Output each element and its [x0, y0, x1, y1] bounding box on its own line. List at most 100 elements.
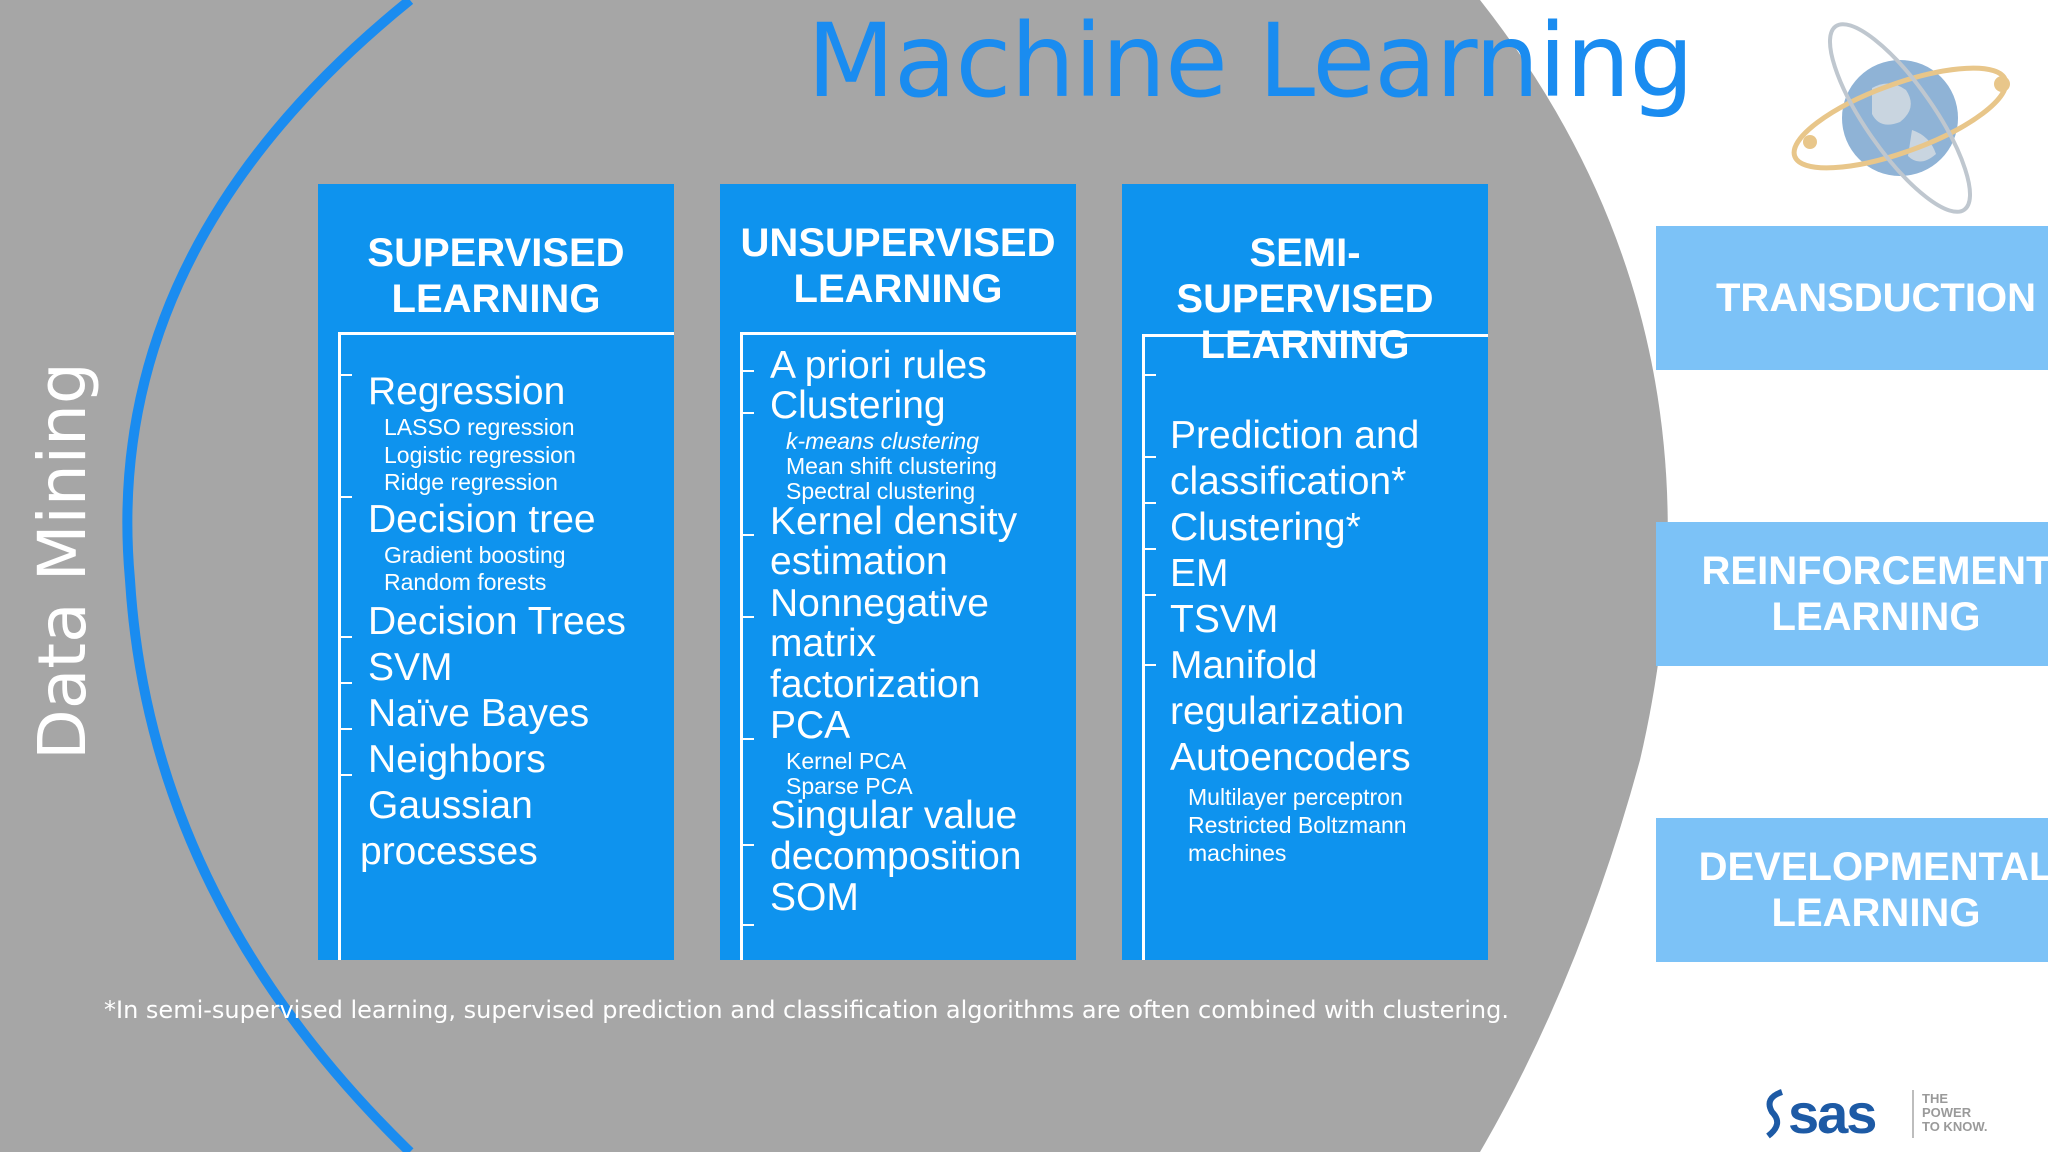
- box-line: REINFORCEMENT: [1701, 549, 2048, 593]
- box-line: DEVELOPMENTAL: [1698, 845, 2048, 889]
- list-item: Singular value: [770, 794, 1018, 837]
- list-item: Kernel PCA: [786, 748, 907, 774]
- footnote: *In semi-supervised learning, supervised…: [104, 996, 1509, 1024]
- list-item: decomposition: [770, 835, 1022, 878]
- list-item: Naïve Bayes: [368, 692, 590, 735]
- tick: [338, 774, 352, 776]
- box-line: LEARNING: [1771, 891, 1981, 935]
- continent: [1872, 83, 1911, 125]
- list-item: Clustering: [770, 384, 946, 427]
- heading-line: LEARNING: [391, 277, 601, 321]
- list-item: Logistic regression: [384, 442, 576, 468]
- box-label: TRANSDUCTION: [1716, 275, 2036, 321]
- list-item: Random forests: [384, 569, 547, 595]
- panel-supervised: SUPERVISED LEARNING Regression LASSO reg…: [318, 184, 674, 960]
- list-item: Regression: [368, 370, 566, 413]
- divider: [1142, 334, 1488, 337]
- box-label: REINFORCEMENT LEARNING: [1702, 548, 2048, 640]
- sas-swoosh-icon: [1766, 1089, 1784, 1139]
- list-item: Decision Trees: [368, 600, 626, 643]
- list-item: TSVM: [1170, 598, 1279, 641]
- tick: [338, 636, 352, 638]
- heading-line: LEARNING: [1200, 323, 1410, 367]
- tick: [1142, 594, 1156, 596]
- box-transduction: TRANSDUCTION: [1656, 226, 2048, 370]
- tick: [1142, 664, 1156, 666]
- tick: [338, 728, 352, 730]
- list-item: Clustering*: [1170, 506, 1361, 549]
- tick: [740, 924, 754, 926]
- divider: [740, 332, 1076, 335]
- heading-line: UNSUPERVISED: [740, 221, 1056, 265]
- list-item: Mean shift clustering: [786, 453, 997, 479]
- list-item: Restricted Boltzmann: [1188, 812, 1407, 838]
- list-item: regularization: [1170, 690, 1405, 733]
- tick: [338, 496, 352, 498]
- list-item: SOM: [770, 876, 859, 919]
- logo-tagline: THE POWER TO KNOW.: [1922, 1092, 2002, 1134]
- tree-line: [1142, 337, 1145, 960]
- box-developmental-learning: DEVELOPMENTAL LEARNING: [1656, 818, 2048, 962]
- tick: [740, 412, 754, 414]
- list-item: Prediction and: [1170, 414, 1420, 457]
- panel-heading: SUPERVISED LEARNING: [318, 184, 674, 332]
- tick: [1142, 548, 1156, 550]
- list-item: estimation: [770, 540, 948, 583]
- tagline-line: TO KNOW.: [1922, 1119, 1988, 1134]
- heading-line: SUPERVISED: [1176, 277, 1434, 321]
- list-item: Gaussian: [368, 784, 533, 827]
- tree-line: [338, 335, 341, 960]
- orbit-dot: [1994, 76, 2010, 92]
- panel-heading: UNSUPERVISED LEARNING: [720, 184, 1076, 332]
- tagline-line: THE: [1922, 1091, 1948, 1106]
- list-item: Multilayer perceptron: [1188, 784, 1403, 810]
- tick: [1142, 456, 1156, 458]
- list-item: k-means clustering: [786, 428, 980, 454]
- list-item: Nonnegative: [770, 582, 989, 625]
- list-item: EM: [1170, 552, 1229, 595]
- list-item: Sparse PCA: [786, 773, 913, 799]
- panel-heading: SEMI- SUPERVISED LEARNING: [1122, 184, 1488, 384]
- list-item: PCA: [770, 704, 851, 747]
- globe-atom-icon: [1791, 22, 2010, 214]
- divider: [338, 332, 674, 335]
- orbit-dot: [1803, 135, 1817, 149]
- logo-divider: [1912, 1090, 1914, 1138]
- list-item: factorization: [770, 663, 981, 706]
- orbit: [1827, 22, 1973, 214]
- box-reinforcement-learning: REINFORCEMENT LEARNING: [1656, 522, 2048, 666]
- list-item: Autoencoders: [1170, 736, 1411, 779]
- list-item: matrix: [770, 622, 877, 665]
- list-item: machines: [1188, 840, 1287, 866]
- list-item: Gradient boosting: [384, 542, 566, 568]
- heading-line: SEMI-: [1249, 231, 1361, 275]
- tree-line: [740, 335, 743, 960]
- list-item: A priori rules: [770, 344, 987, 387]
- logo-wordmark: sas: [1788, 1082, 1877, 1145]
- tick: [740, 616, 754, 618]
- tick: [740, 844, 754, 846]
- tick: [740, 738, 754, 740]
- box-line: LEARNING: [1771, 595, 1981, 639]
- list-item: classification*: [1170, 460, 1407, 503]
- panel-unsupervised: UNSUPERVISED LEARNING A priori rules Clu…: [720, 184, 1076, 960]
- list-item: Spectral clustering: [786, 478, 976, 504]
- heading-line: SUPERVISED: [367, 231, 625, 275]
- list-item: Kernel density: [770, 500, 1018, 543]
- list-item: LASSO regression: [384, 414, 575, 440]
- tick: [740, 370, 754, 372]
- tick: [338, 374, 352, 376]
- tick: [1142, 374, 1156, 376]
- heading-line: LEARNING: [793, 267, 1003, 311]
- list-item: SVM: [368, 646, 453, 689]
- list-item: Ridge regression: [384, 469, 558, 495]
- sas-logo: sas THE POWER TO KNOW.: [1762, 1084, 2002, 1144]
- box-line: TRANSDUCTION: [1716, 276, 2036, 320]
- list-item: Manifold: [1170, 644, 1318, 687]
- blue-arc: [122, 0, 414, 1152]
- tick: [1142, 502, 1156, 504]
- tick: [338, 682, 352, 684]
- list-item: processes: [360, 830, 538, 873]
- tick: [740, 534, 754, 536]
